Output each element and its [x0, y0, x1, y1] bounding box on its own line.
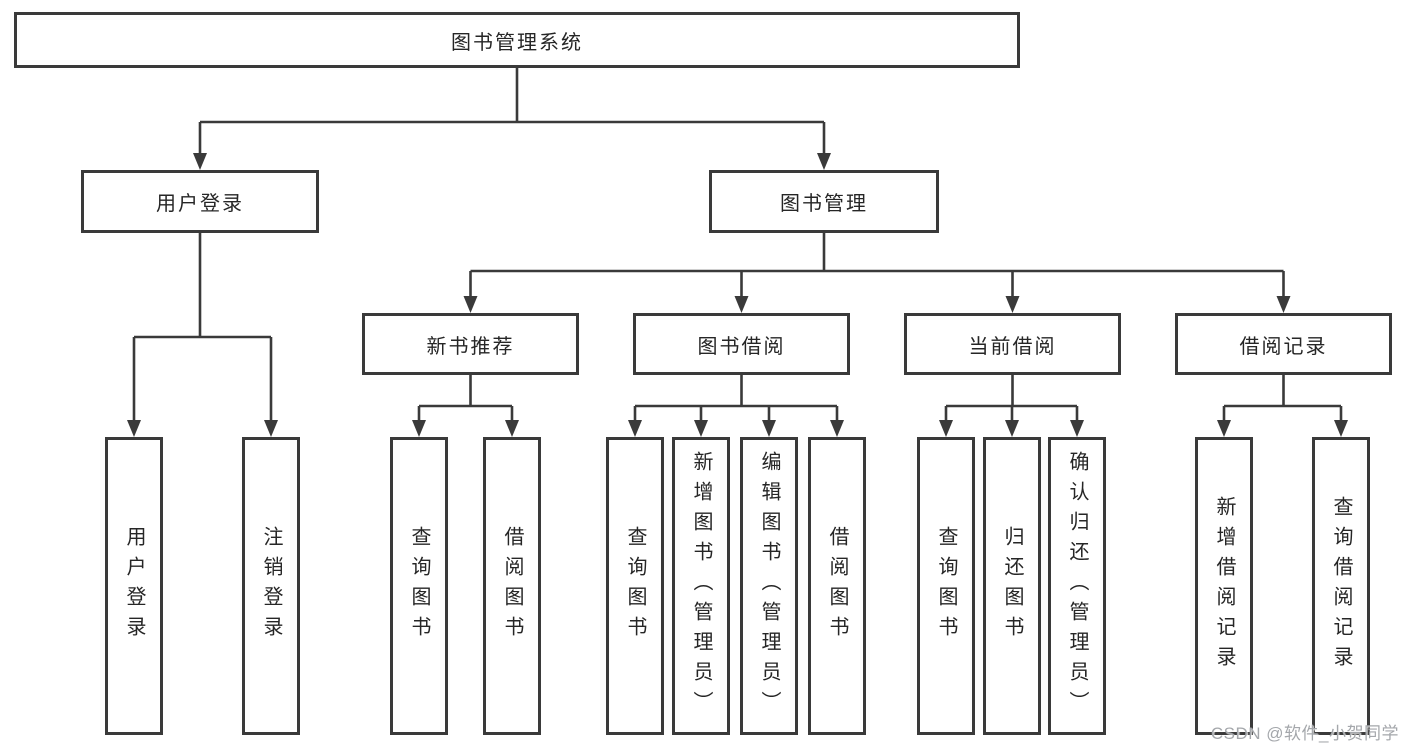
leaf-logout: 注销登录: [242, 437, 300, 735]
leaf-edit-books-admin: 编辑图书（管理员）: [740, 437, 798, 735]
arrow-down-icon: [1334, 420, 1348, 437]
node-book-management-branch: 图书管理: [709, 170, 939, 233]
leaf-return-books: 归还图书: [983, 437, 1041, 735]
leaf-borrow-books-recommend: 借阅图书: [483, 437, 541, 735]
leaf-add-borrow-record: 新增借阅记录: [1195, 437, 1253, 735]
arrow-down-icon: [734, 296, 749, 313]
connector-root-to-level2: [198, 68, 826, 158]
arrow-down-icon: [694, 420, 708, 437]
connector-borrow-record-section: [1222, 375, 1343, 425]
arrow-down-icon: [264, 420, 278, 437]
leaf-query-borrow-record: 查询借阅记录: [1312, 437, 1370, 735]
arrow-down-icon: [463, 296, 478, 313]
arrow-down-icon: [939, 420, 953, 437]
leaf-confirm-return-admin: 确认归还（管理员）: [1048, 437, 1106, 735]
arrow-down-icon: [762, 420, 776, 437]
arrow-down-icon: [1070, 420, 1084, 437]
leaf-query-books-recommend: 查询图书: [390, 437, 448, 735]
arrow-down-icon: [412, 420, 426, 437]
arrow-down-icon: [1005, 420, 1019, 437]
connector-new-book-section: [417, 375, 514, 425]
node-current-borrowing: 当前借阅: [904, 313, 1121, 375]
watermark: CSDN @软件_小贺同学: [1210, 724, 1399, 743]
arrow-down-icon: [193, 153, 207, 170]
arrow-down-icon: [505, 420, 519, 437]
arrow-down-icon: [1217, 420, 1231, 437]
connector-user-login-branch: [132, 233, 273, 425]
arrow-down-icon: [127, 420, 141, 437]
node-book-management-system: 图书管理系统: [14, 12, 1020, 68]
connector-book-management-branch: [469, 233, 1285, 301]
connector-book-borrow-section: [633, 375, 839, 425]
leaf-query-books-borrowing: 查询图书: [606, 437, 664, 735]
node-user-login-branch: 用户登录: [81, 170, 319, 233]
arrow-down-icon: [830, 420, 844, 437]
leaf-borrow-books-borrowing: 借阅图书: [808, 437, 866, 735]
arrow-down-icon: [628, 420, 642, 437]
leaf-add-books-admin: 新增图书（管理员）: [672, 437, 730, 735]
leaf-query-books-current: 查询图书: [917, 437, 975, 735]
leaf-user-login: 用户登录: [105, 437, 163, 735]
arrow-down-icon: [1276, 296, 1291, 313]
arrow-down-icon: [817, 153, 831, 170]
node-book-borrowing: 图书借阅: [633, 313, 850, 375]
node-borrowing-records: 借阅记录: [1175, 313, 1392, 375]
node-new-book-recommend: 新书推荐: [362, 313, 579, 375]
arrow-down-icon: [1005, 296, 1020, 313]
connector-current-borrow-section: [944, 375, 1079, 425]
